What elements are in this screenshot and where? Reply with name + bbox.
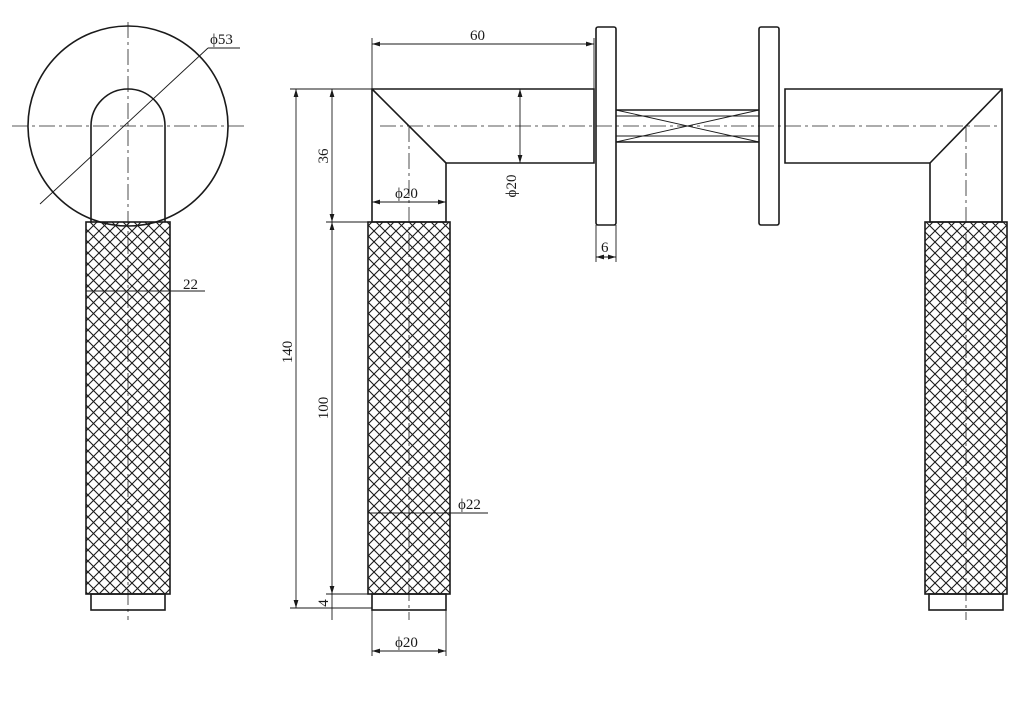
side-view: ϕ53 22: [12, 22, 244, 620]
left-rose-plate: [595, 26, 617, 226]
grip-length-label: 100: [316, 397, 332, 420]
side-neck: [90, 88, 166, 222]
right-lever-body: [784, 88, 1003, 223]
bend-height-label: 36: [316, 148, 332, 164]
lever-dia-label: ϕ20: [504, 175, 520, 198]
right-end-cap: [928, 593, 1004, 611]
front-view: 60 140 36 100 4 ϕ20 ϕ20 6 ϕ22: [280, 26, 1008, 656]
left-grip-knurl: [368, 222, 450, 594]
rose-thk-label: 6: [601, 240, 609, 256]
bend-dia-label: ϕ20: [395, 186, 418, 202]
total-height-label: 140: [280, 341, 296, 364]
right-rose-plate: [758, 26, 780, 226]
spindle-cross: [615, 109, 760, 143]
end-dia-label: ϕ20: [395, 635, 418, 651]
grip-dia-label: ϕ22: [458, 497, 481, 513]
left-end-cap: [371, 593, 447, 611]
spindle: [616, 109, 759, 143]
side-grip-knurl: [86, 222, 170, 594]
rose-diameter-label: ϕ53: [210, 32, 233, 48]
reach-label: 60: [470, 28, 485, 44]
right-grip-knurl: [925, 222, 1007, 594]
grip-width-label: 22: [183, 277, 198, 293]
rose-diameter-leader: [39, 47, 209, 205]
side-end-cap: [90, 593, 166, 611]
end-cap-label: 4: [316, 599, 332, 607]
